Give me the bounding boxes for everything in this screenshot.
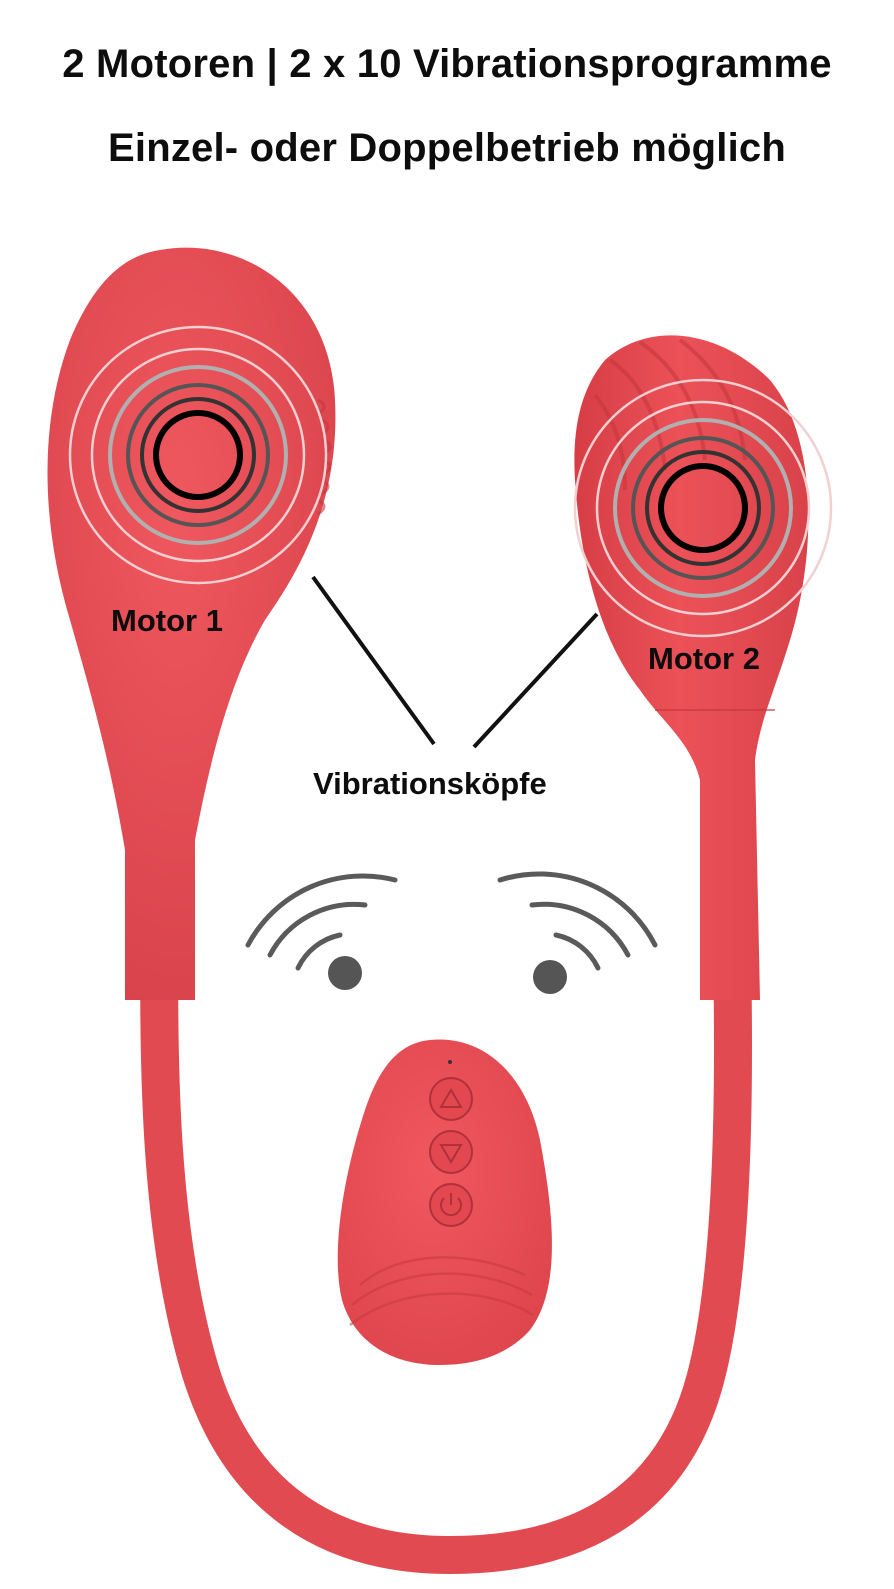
label-vibration-heads: Vibrationsköpfe xyxy=(313,766,547,801)
callout-line-left xyxy=(311,575,436,746)
headline-motors: 2 Motoren | 2 x 10 Vibrationsprogramme xyxy=(62,42,832,86)
signal-dot-right xyxy=(533,960,567,994)
wireless-signal-icon-left xyxy=(245,873,398,971)
motor2-vibration-rings xyxy=(573,378,833,638)
headline-operation-mode: Einzel- oder Doppelbetrieb möglich xyxy=(108,126,786,170)
remote-control xyxy=(337,1039,552,1365)
down-arrow-icon[interactable] xyxy=(429,1130,473,1174)
connecting-cable xyxy=(140,801,753,1575)
remote-led xyxy=(448,1060,452,1064)
label-motor-1: Motor 1 xyxy=(111,603,223,638)
right-head-ridges xyxy=(593,338,747,491)
signal-dot-left xyxy=(328,956,362,990)
label-motor-2: Motor 2 xyxy=(648,641,760,676)
up-arrow-icon[interactable] xyxy=(429,1077,473,1121)
power-icon[interactable] xyxy=(429,1183,473,1227)
wireless-signal-icon-right xyxy=(497,871,658,971)
callout-line-right xyxy=(472,612,599,749)
motor1-vibration-rings xyxy=(68,325,328,585)
